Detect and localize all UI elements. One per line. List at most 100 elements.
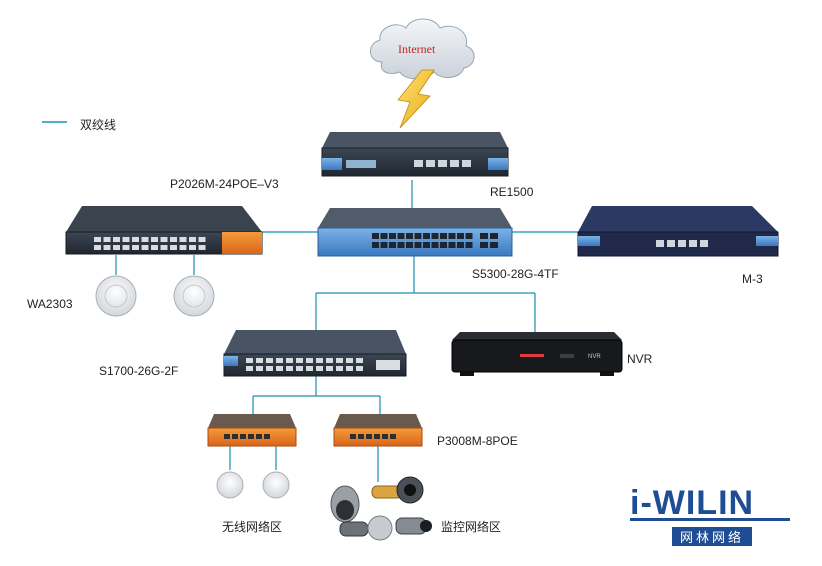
port bbox=[423, 233, 430, 239]
access-point-icon bbox=[216, 471, 244, 499]
port bbox=[336, 366, 343, 371]
port bbox=[372, 233, 379, 239]
brand-wordmark: i-WILIN bbox=[630, 484, 754, 522]
port bbox=[316, 366, 323, 371]
port bbox=[346, 366, 353, 371]
port bbox=[423, 242, 430, 248]
port bbox=[372, 242, 379, 248]
wireless-zone-label: 无线网络区 bbox=[222, 520, 283, 534]
port bbox=[246, 358, 253, 363]
port bbox=[389, 233, 396, 239]
small-poe-switch-label: P3008M-8POE bbox=[437, 434, 518, 448]
brand-logo: i-WILIN bbox=[630, 484, 790, 522]
brand-subtitle: 网林网络 bbox=[672, 527, 753, 546]
port bbox=[141, 245, 149, 250]
port bbox=[440, 242, 447, 248]
port bbox=[490, 242, 498, 248]
port bbox=[141, 237, 149, 242]
small-poe-switch-left bbox=[207, 414, 297, 447]
port bbox=[151, 245, 158, 250]
port bbox=[380, 233, 388, 239]
core-switch-label: S5300-28G-4TF bbox=[472, 267, 559, 281]
port bbox=[170, 237, 177, 242]
port bbox=[256, 366, 263, 371]
port bbox=[103, 245, 111, 250]
port bbox=[326, 358, 333, 363]
port bbox=[465, 233, 473, 239]
port bbox=[122, 237, 130, 242]
lightning-icon bbox=[397, 69, 435, 129]
port bbox=[113, 237, 120, 242]
small-poe-switch-right bbox=[333, 414, 423, 447]
port bbox=[256, 358, 263, 363]
poe-switch-p2026m bbox=[65, 206, 263, 255]
router-re1500 bbox=[321, 132, 509, 177]
port bbox=[326, 366, 333, 371]
poe-switch-left-label: P2026M-24POE–V3 bbox=[170, 177, 279, 191]
port bbox=[132, 237, 139, 242]
port bbox=[448, 242, 456, 248]
port bbox=[276, 366, 283, 371]
legend-label: 双绞线 bbox=[80, 118, 117, 132]
port bbox=[406, 233, 413, 239]
port bbox=[397, 233, 405, 239]
port bbox=[356, 366, 363, 371]
internet-cloud bbox=[370, 18, 475, 80]
access-point-icon bbox=[173, 275, 215, 317]
port bbox=[414, 242, 422, 248]
port bbox=[397, 242, 405, 248]
port bbox=[189, 245, 196, 250]
access-switch-s1700 bbox=[223, 330, 407, 377]
port bbox=[346, 358, 353, 363]
port bbox=[160, 245, 168, 250]
port bbox=[122, 245, 130, 250]
nvr-recorder: NVR bbox=[451, 332, 623, 376]
port bbox=[286, 366, 293, 371]
port bbox=[296, 366, 303, 371]
port bbox=[160, 237, 168, 242]
port bbox=[389, 242, 396, 248]
port bbox=[276, 358, 283, 363]
port bbox=[336, 358, 343, 363]
port bbox=[306, 366, 313, 371]
port bbox=[198, 237, 206, 242]
port bbox=[431, 233, 439, 239]
access-point-icon bbox=[262, 471, 290, 499]
port bbox=[94, 245, 101, 250]
nvr-badge-text: NVR bbox=[588, 354, 601, 360]
port bbox=[380, 242, 388, 248]
port bbox=[179, 245, 187, 250]
port bbox=[296, 358, 303, 363]
port bbox=[316, 358, 323, 363]
port bbox=[406, 242, 413, 248]
surveillance-zone-label: 监控网络区 bbox=[441, 520, 502, 534]
port bbox=[198, 245, 206, 250]
internet-label: Internet bbox=[398, 42, 436, 56]
nvr-label: NVR bbox=[627, 352, 653, 366]
port bbox=[457, 233, 464, 239]
port bbox=[103, 237, 111, 242]
port bbox=[490, 233, 498, 239]
access-switch-label: S1700-26G-2F bbox=[99, 364, 179, 378]
surveillance-cameras-icon bbox=[330, 476, 432, 541]
router-label: RE1500 bbox=[490, 185, 534, 199]
port bbox=[440, 233, 447, 239]
cable-lines bbox=[115, 180, 578, 482]
port bbox=[170, 245, 177, 250]
access-point-icon bbox=[95, 275, 137, 317]
gateway-label: M-3 bbox=[742, 272, 763, 286]
port bbox=[94, 237, 101, 242]
port bbox=[414, 233, 422, 239]
port bbox=[151, 237, 158, 242]
port bbox=[266, 366, 273, 371]
port bbox=[132, 245, 139, 250]
port bbox=[431, 242, 439, 248]
port bbox=[480, 242, 488, 248]
port bbox=[356, 358, 363, 363]
port bbox=[189, 237, 196, 242]
port bbox=[448, 233, 456, 239]
port bbox=[306, 358, 313, 363]
access-point-label: WA2303 bbox=[27, 297, 73, 311]
port bbox=[266, 358, 273, 363]
port bbox=[286, 358, 293, 363]
